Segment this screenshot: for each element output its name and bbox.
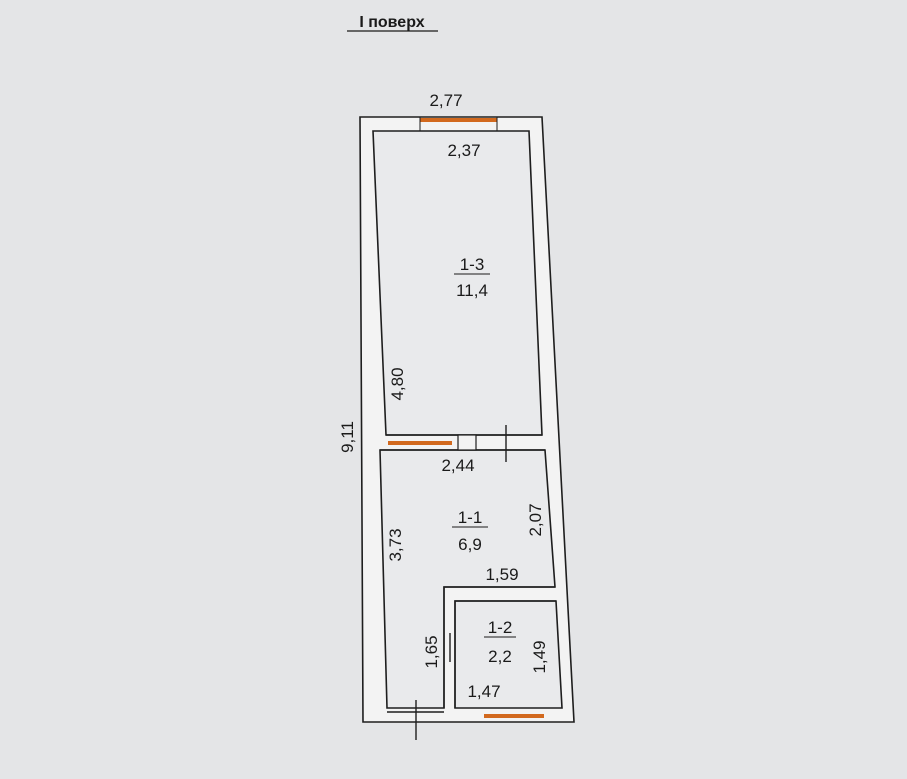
dim-room-1-2-bottom: 1,47	[467, 682, 500, 701]
dim-room-1-1-width: 2,44	[441, 456, 474, 475]
dim-total-length: 9,11	[338, 421, 357, 453]
dim-room-1-2-right: 1,49	[530, 640, 549, 673]
partition-room-1-2-inner	[454, 600, 556, 708]
dim-outer-width: 2,77	[429, 91, 462, 110]
floor-title: І поверх	[359, 14, 424, 31]
dim-room-1-2-top: 1,59	[485, 565, 518, 584]
room-1-3-area: 11,4	[456, 281, 488, 300]
dim-room-1-2-left: 1,65	[422, 635, 441, 668]
dim-room-1-1-length: 3,73	[386, 528, 405, 561]
room-1-2-area: 2,2	[488, 647, 512, 666]
room-1-1-number: 1-1	[458, 508, 483, 527]
room-1-2-number: 1-2	[488, 618, 513, 637]
room-1-1-area: 6,9	[458, 535, 482, 554]
partition-niche	[457, 434, 477, 451]
partition-room-1-2	[443, 586, 555, 708]
room-1-3-number: 1-3	[460, 255, 485, 274]
dim-room-1-1-partition: 2,07	[526, 503, 545, 536]
dim-room-1-3-width: 2,37	[447, 141, 480, 160]
dim-room-1-3-length: 4,80	[388, 367, 407, 400]
